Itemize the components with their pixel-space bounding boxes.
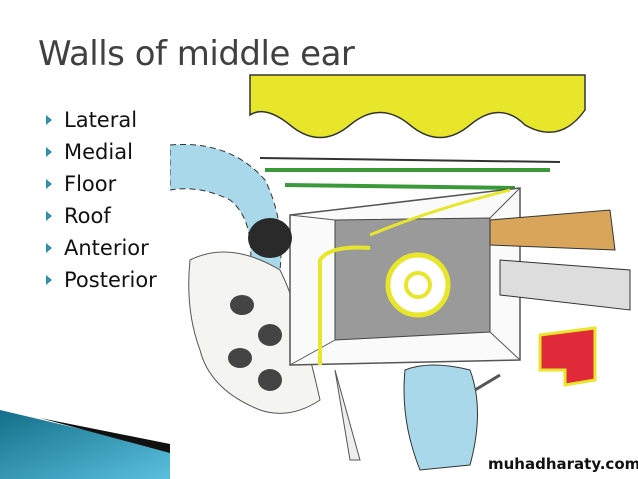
- decorative-corner-shape: [0, 410, 170, 479]
- bullet-item: Anterior: [46, 232, 157, 264]
- bullet-text: Floor: [64, 172, 117, 196]
- bullet-arrow-icon: [46, 147, 52, 157]
- bullet-text: Medial: [64, 140, 133, 164]
- bullet-text: Anterior: [64, 236, 149, 260]
- middle-ear-illustration: [170, 74, 631, 471]
- bullet-list: Lateral Medial Floor Roof Anterior Poste…: [46, 104, 157, 296]
- bullet-item: Posterior: [46, 264, 157, 296]
- bullet-text: Lateral: [64, 108, 138, 132]
- bullet-text: Roof: [64, 204, 111, 228]
- bullet-text: Posterior: [64, 268, 157, 292]
- bullet-item: Lateral: [46, 104, 157, 136]
- bullet-arrow-icon: [46, 275, 52, 285]
- watermark: muhadharaty.com: [488, 455, 638, 473]
- bullet-arrow-icon: [46, 115, 52, 125]
- bullet-item: Medial: [46, 136, 157, 168]
- bullet-arrow-icon: [46, 179, 52, 189]
- bullet-item: Floor: [46, 168, 157, 200]
- bullet-arrow-icon: [46, 243, 52, 253]
- bullet-item: Roof: [46, 200, 157, 232]
- bullet-arrow-icon: [46, 211, 52, 221]
- slide-title: Walls of middle ear: [38, 34, 355, 74]
